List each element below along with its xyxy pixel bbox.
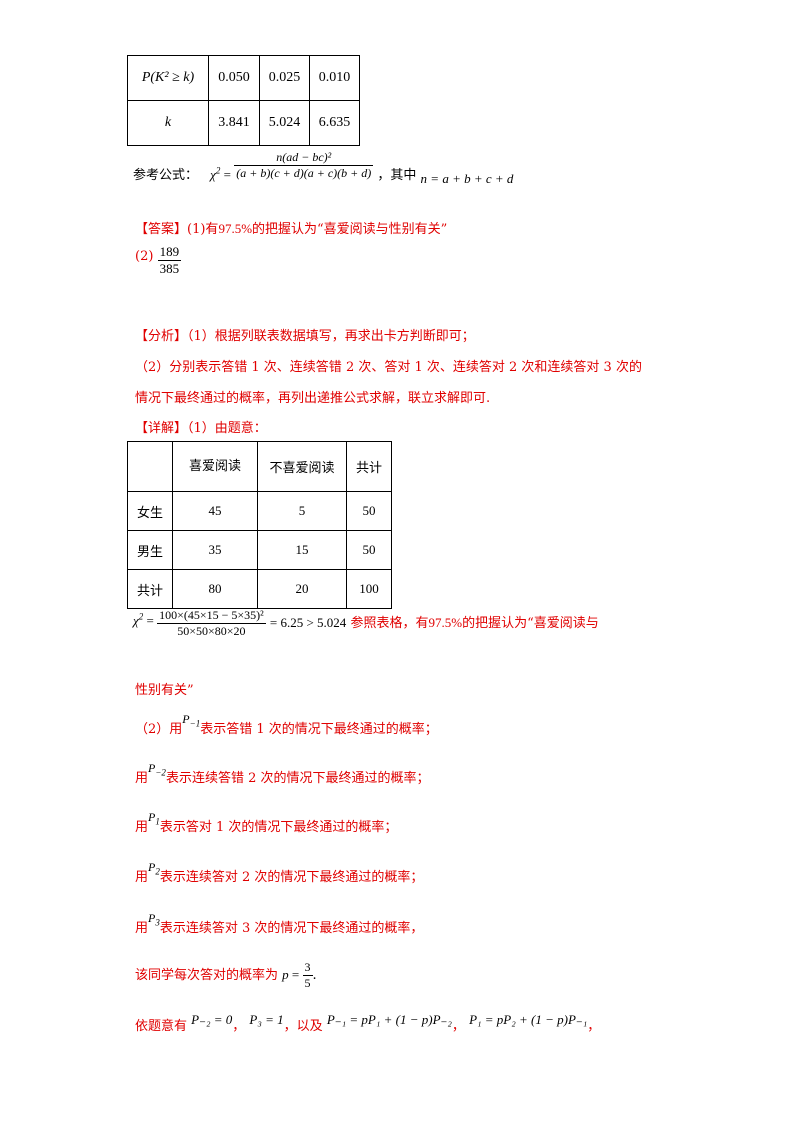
cont-cell: 15: [257, 530, 347, 570]
crit-row1-label: P(K² ≥ k): [127, 55, 209, 101]
part2-line-2: 用P−2表示连续答错 2 次的情况下最终通过的概率；: [135, 761, 430, 786]
cont-cell: 35: [172, 530, 258, 570]
cont-cell: 100: [346, 569, 392, 609]
cont-cell: 5: [257, 491, 347, 531]
part2-line-5: 用P3表示连续答对 3 次的情况下最终通过的概率，: [135, 911, 424, 936]
detail-heading: 【详解】（1）由题意：: [135, 421, 267, 436]
cont-cell: 80: [172, 569, 258, 609]
reference-formula: 参考公式： χ2 = n(ad − bc)² (a + b)(c + d)(a …: [133, 150, 514, 186]
crit-row2-label: k: [127, 100, 209, 146]
crit-k-cell: 3.841: [208, 100, 260, 146]
equations-line: 依题意有 P₋₂ = 0， P₃ = 1，以及 P₋₁ = pP₁ + (1 −…: [135, 1012, 601, 1034]
cont-header-cell: [127, 441, 173, 492]
crit-p-cell: 0.010: [309, 55, 360, 101]
part2-line-4: 用P2表示连续答对 2 次的情况下最终通过的概率；: [135, 860, 424, 885]
cont-header-cell: 不喜爱阅读: [257, 441, 347, 492]
analysis-line-2: （2）分别表示答错 1 次、连续答错 2 次、答对 1 次、连续答对 2 次和连…: [135, 360, 642, 375]
cont-cell: 50: [346, 491, 392, 531]
answer-line-1: 【答案】(1)有97.5%的把握认为“喜爱阅读与性别有关”: [135, 221, 448, 237]
crit-p-cell: 0.025: [259, 55, 310, 101]
cont-cell: 女生: [127, 491, 173, 531]
contingency-table: 喜爱阅读 不喜爱阅读 共计 女生 45 5 50 男生 35 15 50 共计 …: [127, 441, 392, 609]
crit-k-cell: 6.635: [309, 100, 360, 146]
part2-line-1: （2）用P−1表示答错 1 次的情况下最终通过的概率；: [135, 712, 438, 737]
chi-square-calc: χ2 = 100×(45×15 − 5×35)² 50×50×80×20 = 6…: [133, 608, 599, 638]
cont-cell: 男生: [127, 530, 173, 570]
crit-k-cell: 5.024: [259, 100, 310, 146]
cont-cell: 45: [172, 491, 258, 531]
critical-value-table: P(K² ≥ k) 0.050 0.025 0.010 k 3.841 5.02…: [127, 55, 360, 146]
cont-header-cell: 共计: [346, 441, 392, 492]
part2-line-3: 用P1表示答对 1 次的情况下最终通过的概率；: [135, 810, 398, 835]
cont-cell: 20: [257, 569, 347, 609]
answer-line-2: (2) 189 385: [135, 244, 182, 276]
cont-cell: 50: [346, 530, 392, 570]
chi-conclusion-line-2: 性别有关”: [135, 683, 194, 698]
analysis-line-3: 情况下最终通过的概率，再列出递推公式求解，联立求解即可.: [135, 391, 491, 406]
crit-p-cell: 0.050: [208, 55, 260, 101]
cont-cell: 共计: [127, 569, 173, 609]
cont-header-cell: 喜爱阅读: [172, 441, 258, 492]
analysis-line-1: 【分析】（1）根据列联表数据填写，再求出卡方判断即可；: [135, 329, 475, 344]
probability-line: 该同学每次答对的概率为 p = 3 5 .: [135, 960, 317, 990]
